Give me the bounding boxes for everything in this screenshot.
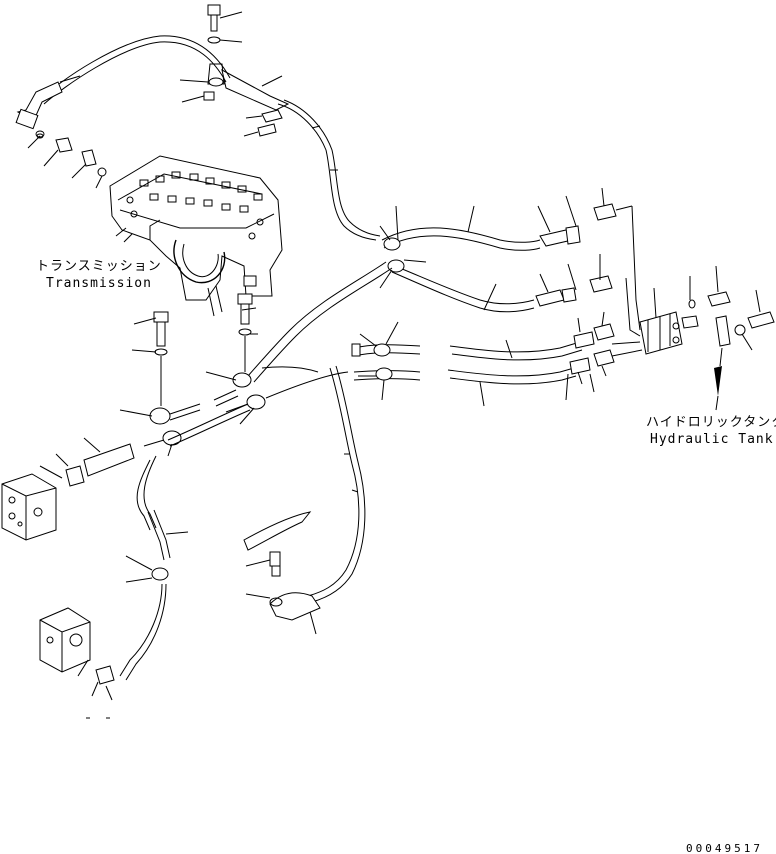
tank-connector-block xyxy=(569,205,775,411)
transmission-label-jp: トランスミッション xyxy=(36,259,162,274)
top-bracket-assembly xyxy=(179,4,290,137)
middle-hoses xyxy=(351,321,583,407)
hydraulic-tank-label: ハイドロリックタンク Hydraulic Tank xyxy=(646,415,776,447)
left-hoses xyxy=(39,371,349,681)
center-clamps xyxy=(379,205,427,289)
upper-hose xyxy=(39,35,381,241)
transmission-label-en: Transmission xyxy=(46,276,152,291)
transmission-housing xyxy=(109,155,283,317)
lower-center-hose xyxy=(243,365,366,635)
left-bolt-clamps xyxy=(119,293,266,457)
valve-block-lower xyxy=(39,607,115,719)
valve-block-upper xyxy=(1,473,57,541)
drawing-number: 00049517 xyxy=(686,842,763,854)
elbow-fitting-top-left xyxy=(15,75,107,189)
tank-label-jp: ハイドロリックタンク xyxy=(646,415,776,430)
tank-label-en: Hydraulic Tank xyxy=(650,432,774,447)
transmission-label: トランスミッション Transmission xyxy=(36,259,162,291)
long-hose-diagonal xyxy=(247,261,393,383)
right-hose-bundle xyxy=(381,187,633,367)
